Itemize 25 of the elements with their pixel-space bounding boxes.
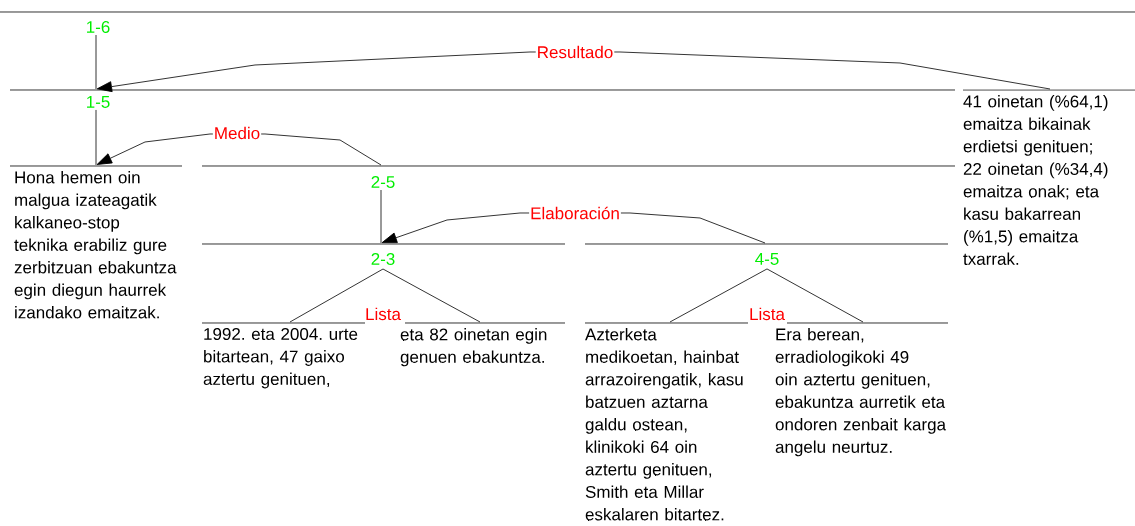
- relation-label: Lista: [748, 306, 786, 322]
- relation-label: Lista: [364, 306, 402, 322]
- tree-line: [289, 268, 384, 323]
- span-line: 1-6: [0, 11, 1135, 33]
- tree-line: [766, 268, 864, 323]
- text-segment: 1992. eta 2004. urte bitartean, 47 gaixo aztertu genituen,: [201, 322, 366, 389]
- text-segment: Hona hemen oin malgua izateagatik kalkaneo-stop teknika erabiliz gure zerbitzuan ebakuntza egin diegun haurrek izandako emaitzak.: [9, 165, 183, 319]
- text-segment: Azterketa medikoetan, hainbat arrazoirengatik, kasu batzuen aztarna galdu ostean, klinikoki 64 oin aztertu genituen, Smith eta Millar eskalaren bitartez.: [584, 322, 749, 521]
- tree-line: [669, 268, 768, 323]
- text-segment: 41 oinetan (%64,1) emaitza bikainak erdietsi genituen; 22 oinetan (%34,4) emaitza onak; eta kasu bakarrean (%1,5) emaitza txarrak.: [962, 89, 1135, 265]
- span-line: 1-5: [9, 89, 956, 108]
- span-line: 4-5: [584, 243, 949, 265]
- relation-arc: [96, 51, 1051, 93]
- text-segment: Era berean, erradiologikoki 49 oin aztertu genituen, ebakuntza aurretik eta ondoren zenbait karga angelu neurtuz.: [775, 322, 949, 457]
- tree-line: [95, 109, 97, 166]
- relation-label: Elaboración: [529, 205, 621, 221]
- relation-label: Resultado: [535, 44, 615, 60]
- tree-line: [95, 34, 97, 90]
- tree-line: [382, 268, 481, 323]
- span-line: 2-5: [201, 165, 956, 188]
- tree-line: [380, 189, 382, 244]
- relation-label: Medio: [212, 125, 262, 141]
- text-segment: eta 82 oinetan egin genuen ebakuntza.: [400, 322, 566, 367]
- relation-arc: [96, 133, 382, 166]
- span-line: 2-3: [201, 243, 566, 265]
